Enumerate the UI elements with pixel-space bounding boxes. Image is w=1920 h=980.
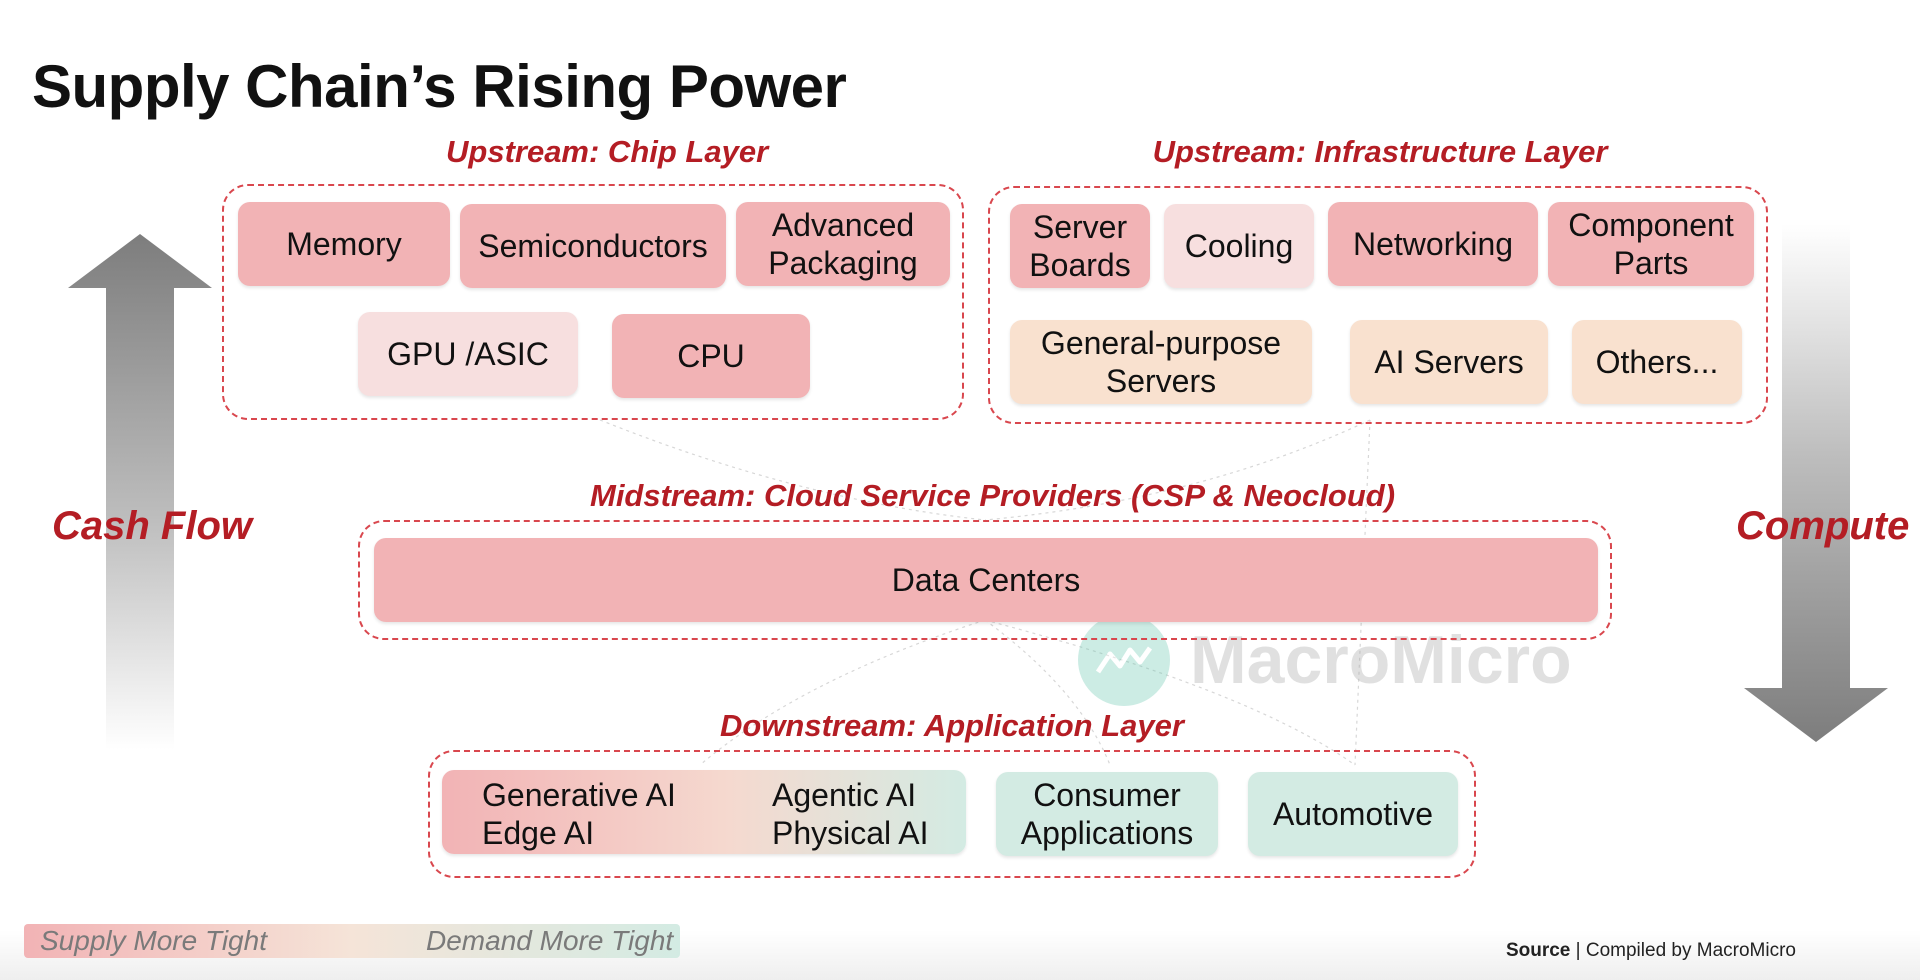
generative-edge-ai-text: Generative AI Edge AI xyxy=(482,777,676,851)
ai-servers-box: AI Servers xyxy=(1350,320,1548,404)
source-label: Source xyxy=(1505,940,1571,961)
gpu-asic-box: GPU /ASIC xyxy=(358,312,578,396)
ai-applications-box xyxy=(442,770,966,854)
midstream-group xyxy=(358,520,1612,640)
infrastructure-layer-group xyxy=(988,186,1768,424)
advanced-packaging-box: Advanced Packaging xyxy=(736,202,950,286)
downstream-title: Downstream: Application Layer xyxy=(720,708,1184,743)
tightness-legend: Supply More Tight Demand More Tight xyxy=(24,924,680,958)
cash-flow-label: Cash Flow xyxy=(52,504,253,548)
legend-demand-tight: Demand More Tight xyxy=(426,925,674,956)
watermark-text: MacroMicro xyxy=(1190,622,1572,698)
networking-box: Networking xyxy=(1328,202,1538,286)
consumer-applications-box: Consumer Applications xyxy=(996,772,1218,856)
downstream-group xyxy=(428,750,1476,878)
compute-label: Compute xyxy=(1736,504,1910,548)
legend-supply-tight: Supply More Tight xyxy=(40,925,267,956)
automotive-box: Automotive xyxy=(1248,772,1458,856)
semiconductors-box: Semiconductors xyxy=(460,204,726,288)
chip-layer-group xyxy=(222,184,964,420)
server-boards-box: Server Boards xyxy=(1010,204,1150,288)
cooling-box: Cooling xyxy=(1164,204,1314,288)
macromicro-watermark: MacroMicro xyxy=(1078,614,1572,706)
agentic-physical-ai-text: Agentic AI Physical AI xyxy=(772,777,929,851)
cpu-box: CPU xyxy=(612,314,810,398)
compute-arrow-icon xyxy=(1744,224,1888,742)
chip-layer-title: Upstream: Chip Layer xyxy=(446,134,769,169)
memory-box: Memory xyxy=(238,202,450,286)
source-note: Source | Compiled by MacroMicro xyxy=(1505,940,1796,961)
infrastructure-layer-title: Upstream: Infrastructure Layer xyxy=(1152,134,1608,169)
general-purpose-servers-box: General-purpose Servers xyxy=(1010,320,1312,404)
page-title: Supply Chain’s Rising Power xyxy=(32,53,847,120)
midstream-title: Midstream: Cloud Service Providers (CSP … xyxy=(590,478,1396,513)
others-box: Others... xyxy=(1572,320,1742,404)
component-parts-box: Component Parts xyxy=(1548,202,1754,286)
cash-flow-arrow-icon xyxy=(68,234,212,750)
data-centers-box: Data Centers xyxy=(374,538,1598,622)
macromicro-logo-icon xyxy=(1078,614,1170,706)
source-text: Compiled by MacroMicro xyxy=(1585,940,1796,961)
